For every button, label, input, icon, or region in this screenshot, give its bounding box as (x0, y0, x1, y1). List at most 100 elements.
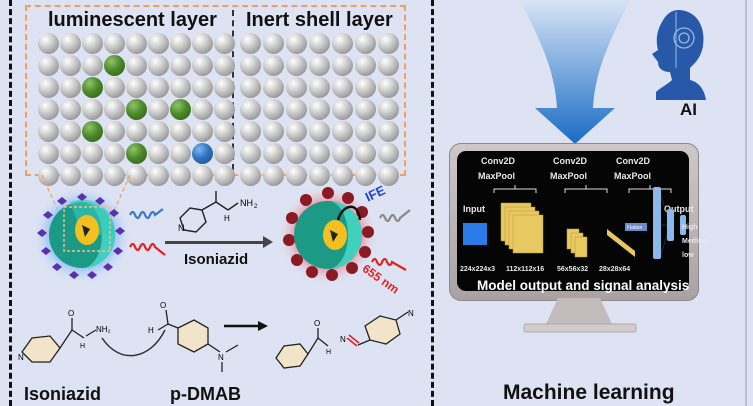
atom-host (38, 121, 59, 142)
atom-host (170, 165, 191, 186)
input-label: Input (463, 204, 485, 214)
atom-host (126, 55, 147, 76)
conv-block-1 (500, 202, 544, 254)
funnel-arrow-icon (520, 0, 630, 144)
atom-host (332, 143, 353, 164)
pdmab-label: p-DMAB (170, 384, 241, 404)
ai-head-icon (652, 10, 706, 100)
atom-host (148, 55, 169, 76)
output-layer (680, 215, 686, 235)
atom-host (378, 143, 399, 164)
atom-host (38, 143, 59, 164)
atom-host (309, 165, 330, 186)
energy-transfer-arrow (336, 205, 362, 221)
atom-host (104, 77, 125, 98)
svg-text:H: H (148, 326, 154, 335)
reaction-arrow (165, 241, 265, 244)
atom-host (332, 121, 353, 142)
atom-host (148, 33, 169, 54)
isoniazid-structure: N H NH 2 (178, 191, 258, 233)
svg-text:H: H (224, 214, 230, 223)
atom-host (38, 55, 59, 76)
atom-host (355, 121, 376, 142)
svg-text:N: N (18, 353, 24, 362)
dim-stage2: 56x56x32 (557, 266, 589, 273)
atom-host (82, 99, 103, 120)
atom-host (82, 165, 103, 186)
atom-host (170, 143, 191, 164)
atom-host (309, 77, 330, 98)
atom-host (309, 99, 330, 120)
atom-host (60, 33, 81, 54)
atom-host (214, 165, 235, 186)
atom-host (378, 165, 399, 186)
atom-host (170, 55, 191, 76)
atom-host (38, 77, 59, 98)
atom-host (60, 55, 81, 76)
conv-block-2 (566, 228, 588, 258)
atom-host (378, 99, 399, 120)
atom-host (240, 33, 261, 54)
atom-host (355, 143, 376, 164)
atom-host (60, 121, 81, 142)
nanoparticle-before (32, 185, 166, 285)
atom-host (309, 55, 330, 76)
atom-host (170, 33, 191, 54)
atom-host (286, 165, 307, 186)
atom-host (240, 77, 261, 98)
class-medium-label: Medium (682, 238, 709, 245)
input-image (463, 223, 487, 245)
svg-text:N: N (178, 223, 185, 233)
atom-host (332, 77, 353, 98)
cnn-caption: Model output and signal analysis (477, 278, 690, 293)
atom-host (192, 99, 213, 120)
atom-host (214, 143, 235, 164)
svg-text:O: O (68, 309, 74, 318)
isoniazid-label: Isoniazid (24, 384, 102, 404)
atom-host (104, 165, 125, 186)
atom-green-dopant (126, 99, 147, 120)
atom-host (263, 77, 284, 98)
atom-host (332, 33, 353, 54)
atom-host (263, 99, 284, 120)
atom-host (355, 77, 376, 98)
svg-text:N: N (340, 335, 346, 344)
svg-text:H: H (80, 343, 85, 350)
atom-host (126, 33, 147, 54)
atom-host (214, 33, 235, 54)
atom-host (192, 121, 213, 142)
cnn-architecture: Flatten (463, 185, 686, 259)
atom-host (148, 143, 169, 164)
reaction-arrow-head (263, 236, 273, 248)
atom-host (309, 33, 330, 54)
atom-host (355, 165, 376, 186)
atom-host (148, 77, 169, 98)
svg-text:O: O (314, 319, 320, 328)
ai-label: AI (680, 100, 697, 119)
atom-host (240, 165, 261, 186)
nanoparticle-after (280, 185, 411, 285)
atom-host (263, 55, 284, 76)
output-label: Output (664, 204, 694, 214)
stage2-pool-label: MaxPool (550, 171, 588, 181)
atom-host (355, 55, 376, 76)
atom-blue-dopant (192, 143, 213, 164)
panel-divider (431, 0, 434, 406)
atom-host (214, 55, 235, 76)
class-low-label: low (682, 252, 694, 259)
svg-text:N: N (218, 353, 224, 362)
atom-host (60, 99, 81, 120)
stage3-conv-label: Conv2D (616, 156, 651, 166)
reaction-scheme: N O H NH₂ O H N O H N N (18, 301, 414, 372)
atom-host (148, 165, 169, 186)
svg-text:NH: NH (240, 198, 253, 208)
atom-green-dopant (82, 77, 103, 98)
atom-host (263, 33, 284, 54)
atom-host (378, 77, 399, 98)
atom-host (82, 55, 103, 76)
atom-host (263, 143, 284, 164)
svg-text:N: N (408, 309, 414, 318)
atom-green-dopant (104, 55, 125, 76)
atom-host (148, 99, 169, 120)
atom-host (240, 121, 261, 142)
